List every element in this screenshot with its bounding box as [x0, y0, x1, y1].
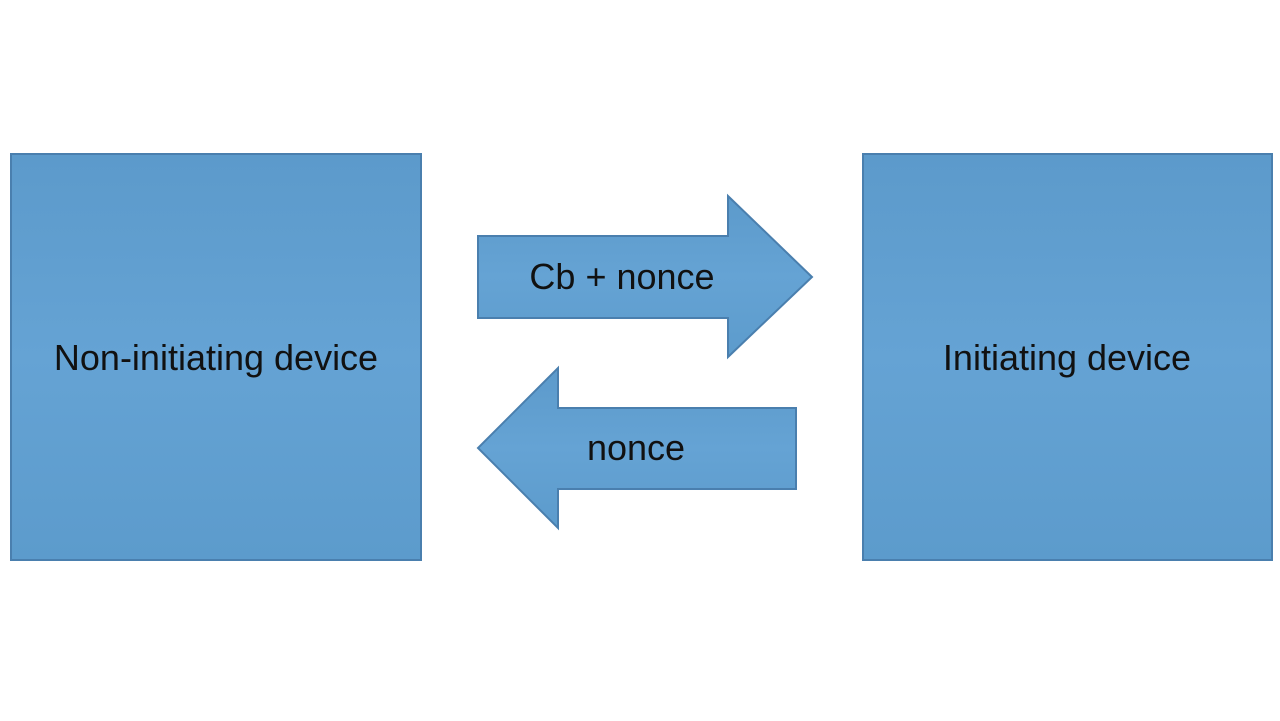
backward-arrow: nonce — [476, 365, 797, 531]
non-initiating-device-label: Non-initiating device — [54, 337, 378, 378]
non-initiating-device-box — [10, 153, 422, 561]
non-initiating-device-node: Non-initiating device — [10, 153, 422, 561]
backward-arrow-label: nonce — [587, 427, 685, 468]
forward-arrow: Cb + nonce — [477, 193, 814, 360]
initiating-device-node: Initiating device — [862, 153, 1273, 561]
initiating-device-label: Initiating device — [943, 337, 1191, 378]
backward-arrow-shape — [476, 365, 797, 531]
initiating-device-box — [862, 153, 1273, 561]
forward-arrow-label: Cb + nonce — [529, 256, 714, 297]
forward-arrow-shape — [477, 193, 814, 360]
